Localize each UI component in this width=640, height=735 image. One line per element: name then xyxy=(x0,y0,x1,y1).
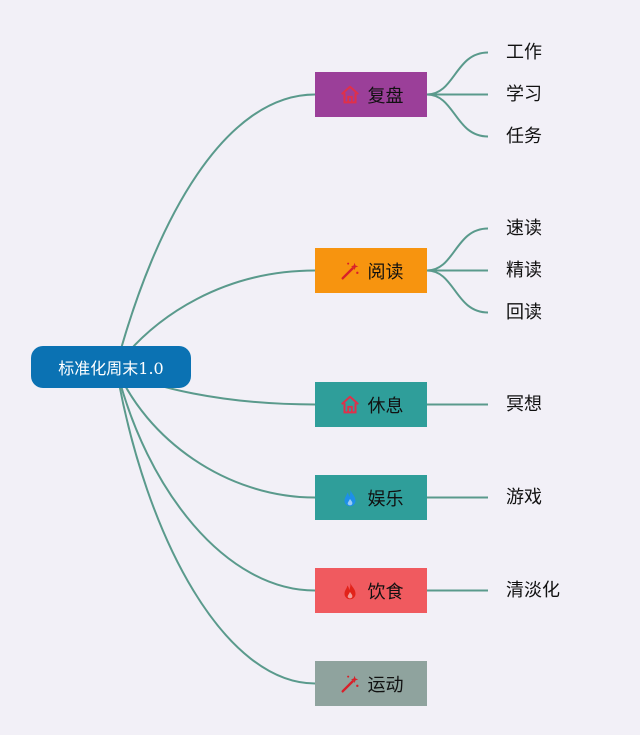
branch-node-1[interactable]: 复盘 xyxy=(315,72,427,117)
home-icon xyxy=(339,84,361,106)
leaf-node[interactable]: 回读 xyxy=(506,301,542,323)
leaf-node[interactable]: 游戏 xyxy=(506,486,542,508)
leaf-node[interactable]: 工作 xyxy=(506,41,542,63)
leaf-node[interactable]: 清淡化 xyxy=(506,579,560,601)
branch-node-6[interactable]: 运动 xyxy=(315,661,427,706)
branch-node-5[interactable]: 饮食 xyxy=(315,568,427,613)
branch-label: 休息 xyxy=(367,395,404,417)
magic-wand-icon xyxy=(339,673,361,695)
branch-node-3[interactable]: 休息 xyxy=(315,382,427,427)
home-icon xyxy=(339,394,361,416)
leaf-connector xyxy=(426,227,489,272)
root-connector xyxy=(115,93,316,368)
leaf-connector xyxy=(426,269,489,314)
root-connector xyxy=(115,366,316,499)
flame-icon xyxy=(339,487,361,509)
root-label: 标准化周末1.0 xyxy=(58,359,164,378)
leaf-node[interactable]: 学习 xyxy=(506,83,542,105)
magic-wand-icon xyxy=(339,260,361,282)
branch-label: 阅读 xyxy=(367,261,404,283)
branch-label: 运动 xyxy=(367,674,404,696)
leaf-node[interactable]: 速读 xyxy=(506,217,542,239)
flame-icon xyxy=(339,580,361,602)
branch-label: 复盘 xyxy=(367,85,404,107)
branch-label: 饮食 xyxy=(367,581,404,603)
leaf-node[interactable]: 冥想 xyxy=(506,393,542,415)
branch-node-2[interactable]: 阅读 xyxy=(315,248,427,293)
leaf-node[interactable]: 任务 xyxy=(506,125,542,147)
root-connector xyxy=(115,366,316,685)
leaf-connector xyxy=(426,51,489,96)
leaf-connector xyxy=(426,93,489,138)
leaf-node[interactable]: 精读 xyxy=(506,259,542,281)
root-connector xyxy=(115,366,316,592)
branch-label: 娱乐 xyxy=(367,488,404,510)
branch-node-4[interactable]: 娱乐 xyxy=(315,475,427,520)
root-node[interactable]: 标准化周末1.0 xyxy=(31,346,191,388)
